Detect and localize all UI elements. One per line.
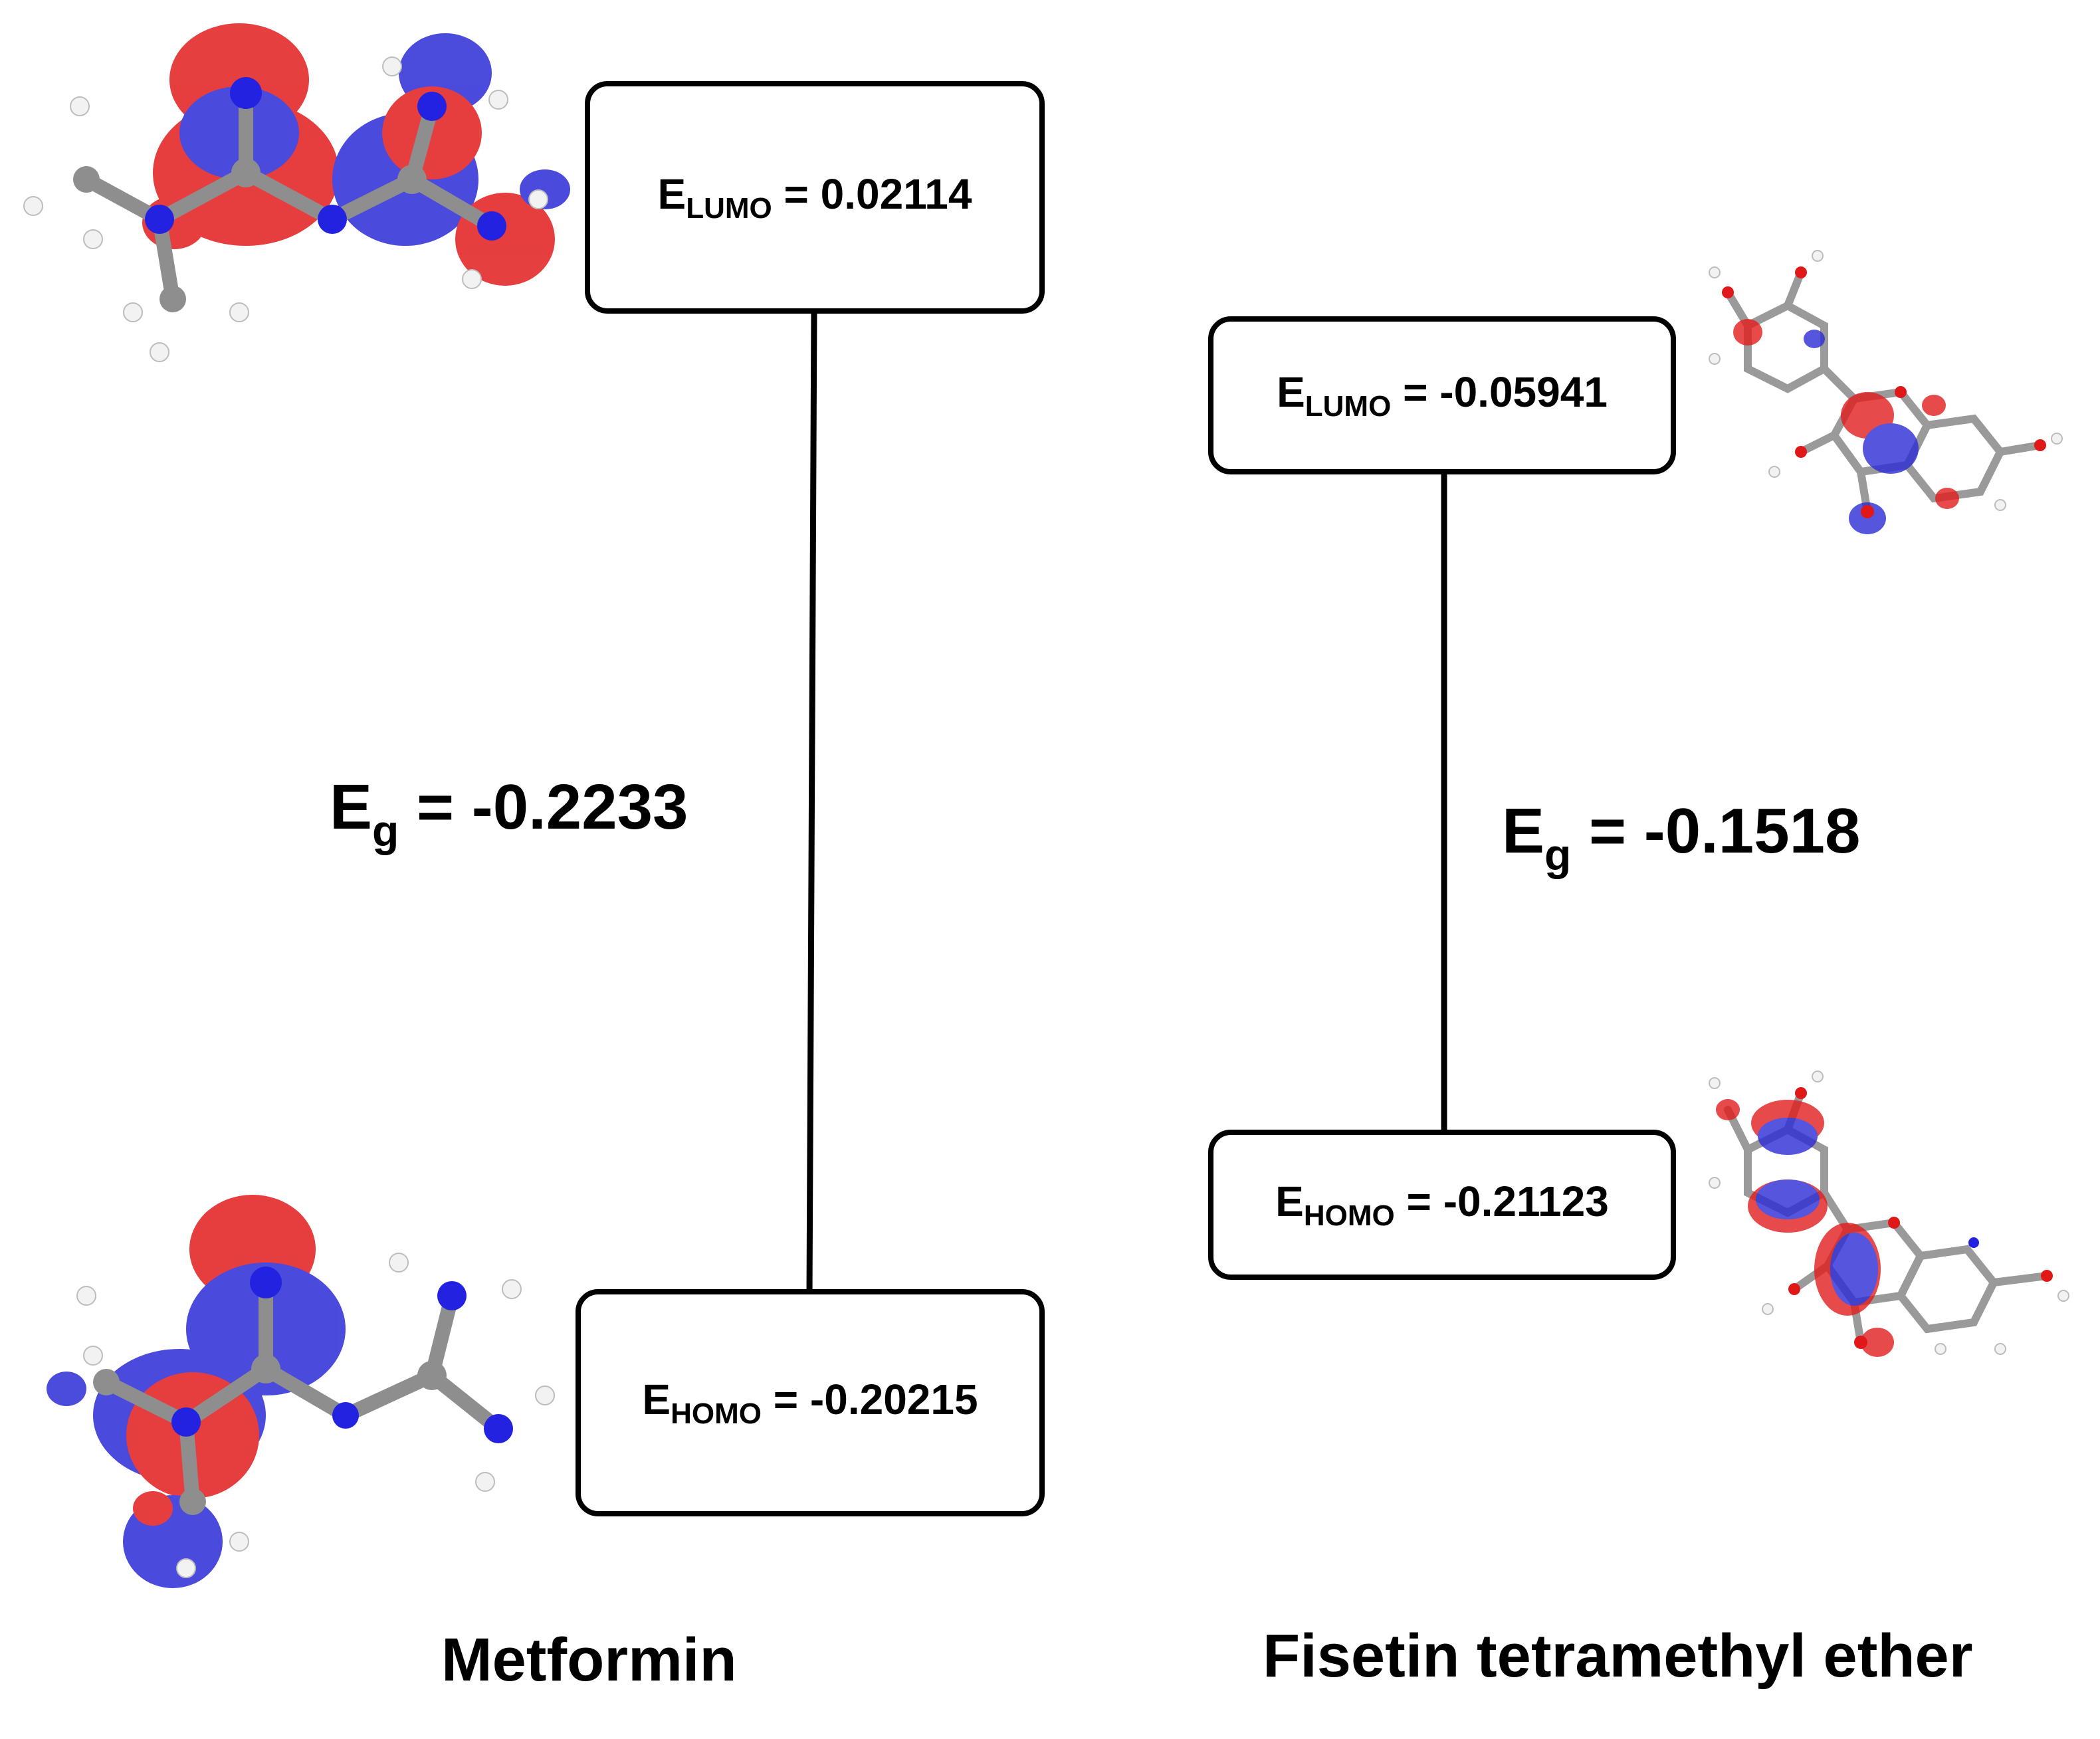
metformin-gap-line: [806, 312, 817, 1295]
metformin-lumo-box: ELUMO = 0.02114: [585, 81, 1045, 314]
fisetin-gap-label: Eg = -0.1518: [1502, 795, 1861, 879]
metformin-homo-orbital-image: [47, 1195, 555, 1588]
metformin-name: Metformin: [441, 1626, 737, 1694]
metformin-lumo-orbital-image: [23, 23, 570, 362]
fisetin-lumo-label: ELUMO = -0.05941: [1277, 368, 1608, 423]
fisetin-homo-label: EHOMO = -0.21123: [1275, 1177, 1609, 1232]
metformin-homo-box: EHOMO = -0.20215: [576, 1289, 1045, 1516]
metformin-gap-label: Eg = -0.2233: [330, 771, 688, 855]
metformin-homo-label: EHOMO = -0.20215: [642, 1376, 978, 1430]
fisetin-homo-box: EHOMO = -0.21123: [1208, 1130, 1676, 1280]
fisetin-homo-orbital-image: [1709, 1071, 2069, 1357]
fisetin-lumo-orbital-image: [1709, 250, 2063, 534]
metformin-lumo-label: ELUMO = 0.02114: [657, 170, 972, 225]
fisetin-lumo-box: ELUMO = -0.05941: [1208, 316, 1676, 474]
fisetin-name: Fisetin tetramethyl ether: [1263, 1622, 1973, 1690]
